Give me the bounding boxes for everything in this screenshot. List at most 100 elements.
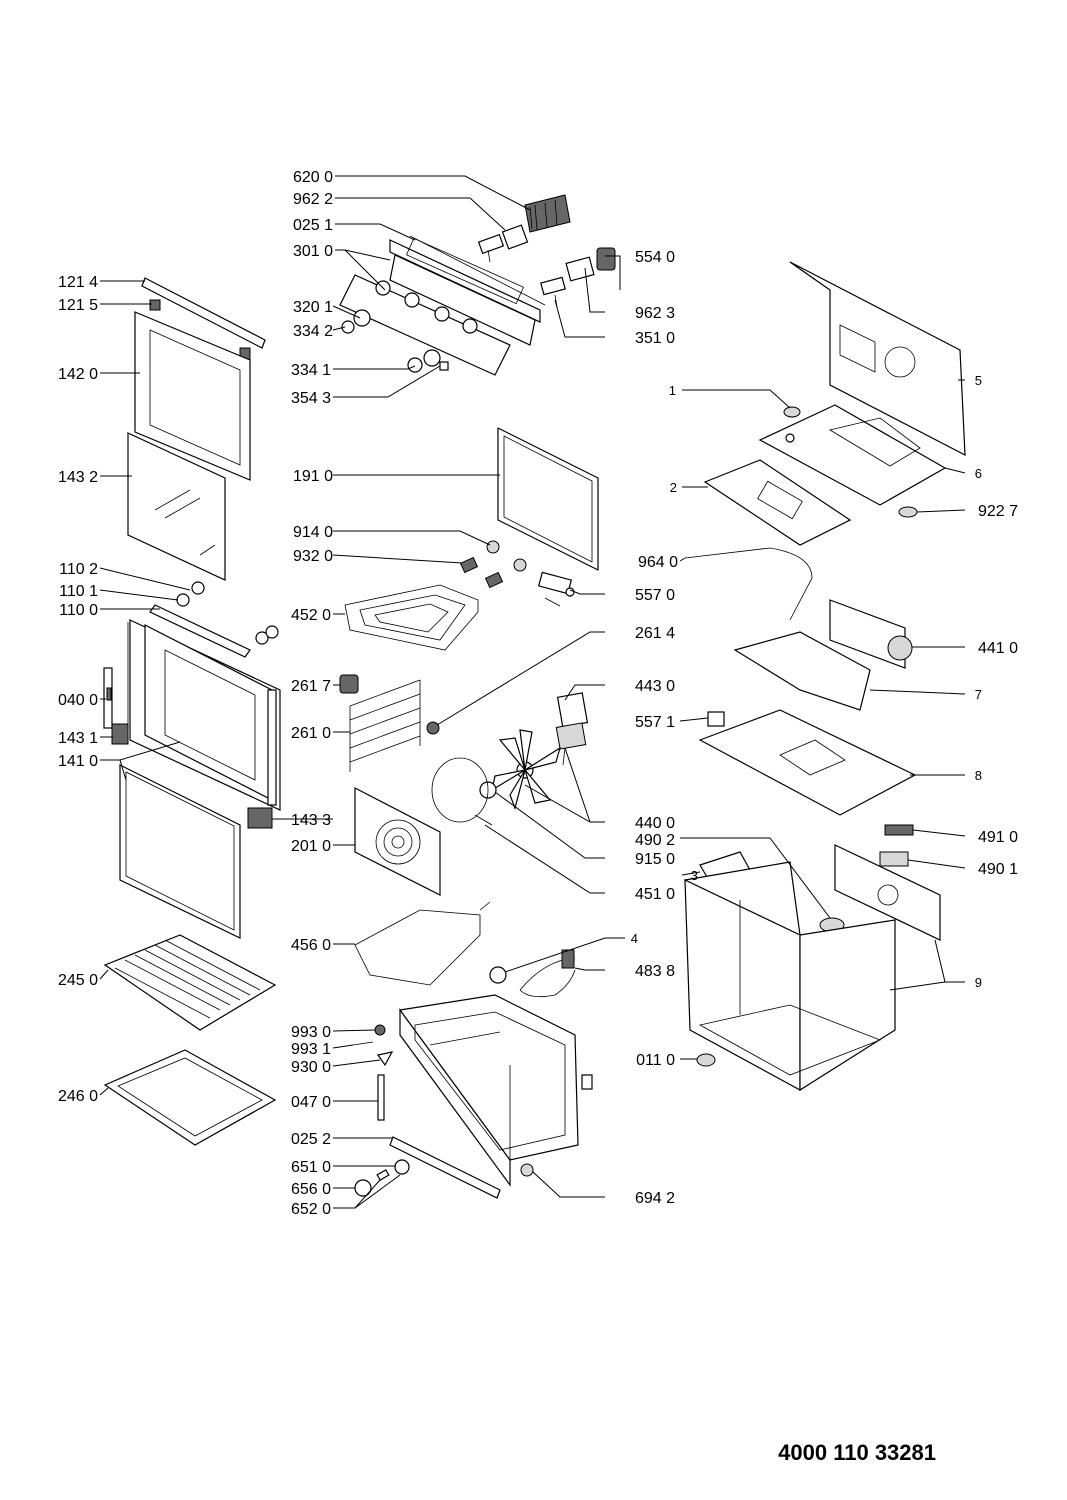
part-694-drawing xyxy=(520,1163,534,1177)
part-label: 557 1 xyxy=(635,714,675,731)
part-label: 047 0 xyxy=(291,1094,331,1111)
part-label: 201 0 xyxy=(291,838,331,855)
part-label: 121 5 xyxy=(58,297,98,314)
part-456-drawing xyxy=(354,901,491,986)
part-label: 656 0 xyxy=(291,1181,331,1198)
part-label: 6 xyxy=(975,466,982,481)
part-drawings xyxy=(103,194,966,1199)
part-label: 191 0 xyxy=(293,468,333,485)
part-141-drawing xyxy=(127,619,281,811)
part-label: 993 1 xyxy=(291,1041,331,1058)
part-554-drawing xyxy=(540,247,616,308)
part-8-drawing xyxy=(698,709,917,816)
part-label: 490 1 xyxy=(978,861,1018,878)
part-cavity-drawing xyxy=(398,994,593,1187)
part-962-2-drawing xyxy=(477,224,529,263)
part-label: 694 2 xyxy=(635,1190,675,1207)
part-201-drawing xyxy=(354,787,441,896)
part-261-drawing xyxy=(339,674,440,772)
part-label: 3 xyxy=(691,868,698,883)
part-451-drawing xyxy=(431,757,493,826)
part-label: 320 1 xyxy=(293,299,333,316)
part-label: 110 0 xyxy=(59,602,98,619)
part-label: 4 xyxy=(631,931,638,946)
part-143-3-drawing xyxy=(247,807,273,829)
part-label: 334 2 xyxy=(293,323,333,340)
part-label: 141 0 xyxy=(58,753,98,770)
part-label: 351 0 xyxy=(635,330,675,347)
part-143-2-drawing xyxy=(127,432,226,581)
part-7-drawing xyxy=(733,631,871,711)
part-label: 456 0 xyxy=(291,937,331,954)
part-label: 110 2 xyxy=(59,561,98,578)
part-922-drawing xyxy=(898,506,918,518)
part-labels: 620 0 962 2 025 1 301 0 554 0 121 4 121 … xyxy=(58,169,1018,1218)
part-2-drawing xyxy=(703,459,852,546)
part-620-drawing xyxy=(524,194,571,233)
part-label: 143 2 xyxy=(58,469,98,486)
part-label: 922 7 xyxy=(978,503,1018,520)
part-label: 261 0 xyxy=(291,725,331,742)
part-label: 246 0 xyxy=(58,1088,98,1105)
part-452-drawing xyxy=(344,584,479,651)
part-1-drawing xyxy=(783,406,801,418)
part-5-drawing xyxy=(789,261,966,457)
part-label: 8 xyxy=(975,768,982,783)
part-142-drawing xyxy=(134,311,251,481)
part-label: 491 0 xyxy=(978,829,1018,846)
part-label: 441 0 xyxy=(978,640,1018,657)
part-label: 025 2 xyxy=(291,1131,331,1148)
part-label: 651 0 xyxy=(291,1159,331,1176)
part-label: 261 7 xyxy=(291,678,331,695)
part-9-drawing xyxy=(684,844,941,1092)
part-245-drawing xyxy=(103,934,277,1031)
part-label: 440 0 xyxy=(635,815,675,832)
part-557-0-drawing xyxy=(537,571,575,607)
part-914-932-drawing xyxy=(459,540,527,589)
part-label: 245 0 xyxy=(58,972,98,989)
part-label: 025 1 xyxy=(293,217,333,234)
part-label: 451 0 xyxy=(635,886,675,903)
part-label: 443 0 xyxy=(635,678,675,695)
part-label: 354 3 xyxy=(291,390,331,407)
leader-lines xyxy=(99,175,966,1209)
part-label: 334 1 xyxy=(291,362,331,379)
part-320-334-drawing xyxy=(341,309,449,373)
document-number: 4000 110 33281 xyxy=(778,1440,936,1465)
part-label: 964 0 xyxy=(638,554,678,571)
part-label: 5 xyxy=(975,373,982,388)
part-025-2-drawing xyxy=(389,1136,501,1199)
part-label: 932 0 xyxy=(293,548,333,565)
part-label: 9 xyxy=(975,975,982,990)
part-443-drawing xyxy=(555,692,589,766)
part-label: 993 0 xyxy=(291,1024,331,1041)
part-440-drawing xyxy=(479,729,562,810)
part-651-656-652-drawing xyxy=(354,1159,410,1197)
part-label: 2 xyxy=(670,480,677,495)
part-label: 261 4 xyxy=(635,625,675,642)
part-141-glass-drawing xyxy=(119,764,241,939)
part-label: 930 0 xyxy=(291,1059,331,1076)
part-label: 962 3 xyxy=(635,305,675,322)
part-483-drawing xyxy=(489,949,576,998)
part-label: 121 4 xyxy=(58,274,98,291)
part-label: 1 xyxy=(669,383,676,398)
part-557-1-drawing xyxy=(707,711,725,727)
part-191-drawing xyxy=(497,427,599,571)
part-label: 490 2 xyxy=(635,832,675,849)
part-label: 962 2 xyxy=(293,191,333,208)
part-040-drawing xyxy=(103,667,113,729)
part-label: 652 0 xyxy=(291,1201,331,1218)
part-301-drawing xyxy=(339,235,546,376)
part-011-drawing xyxy=(696,1053,716,1067)
part-label: 914 0 xyxy=(293,524,333,541)
part-110-drawing xyxy=(149,581,279,658)
part-993-930-047-drawing xyxy=(352,1024,394,1121)
part-label: 483 8 xyxy=(635,963,675,980)
part-143-1-drawing xyxy=(111,723,129,745)
part-label: 915 0 xyxy=(635,851,675,868)
part-121-4-drawing xyxy=(141,277,266,361)
part-label: 110 1 xyxy=(59,583,98,600)
part-441-drawing xyxy=(829,599,913,669)
